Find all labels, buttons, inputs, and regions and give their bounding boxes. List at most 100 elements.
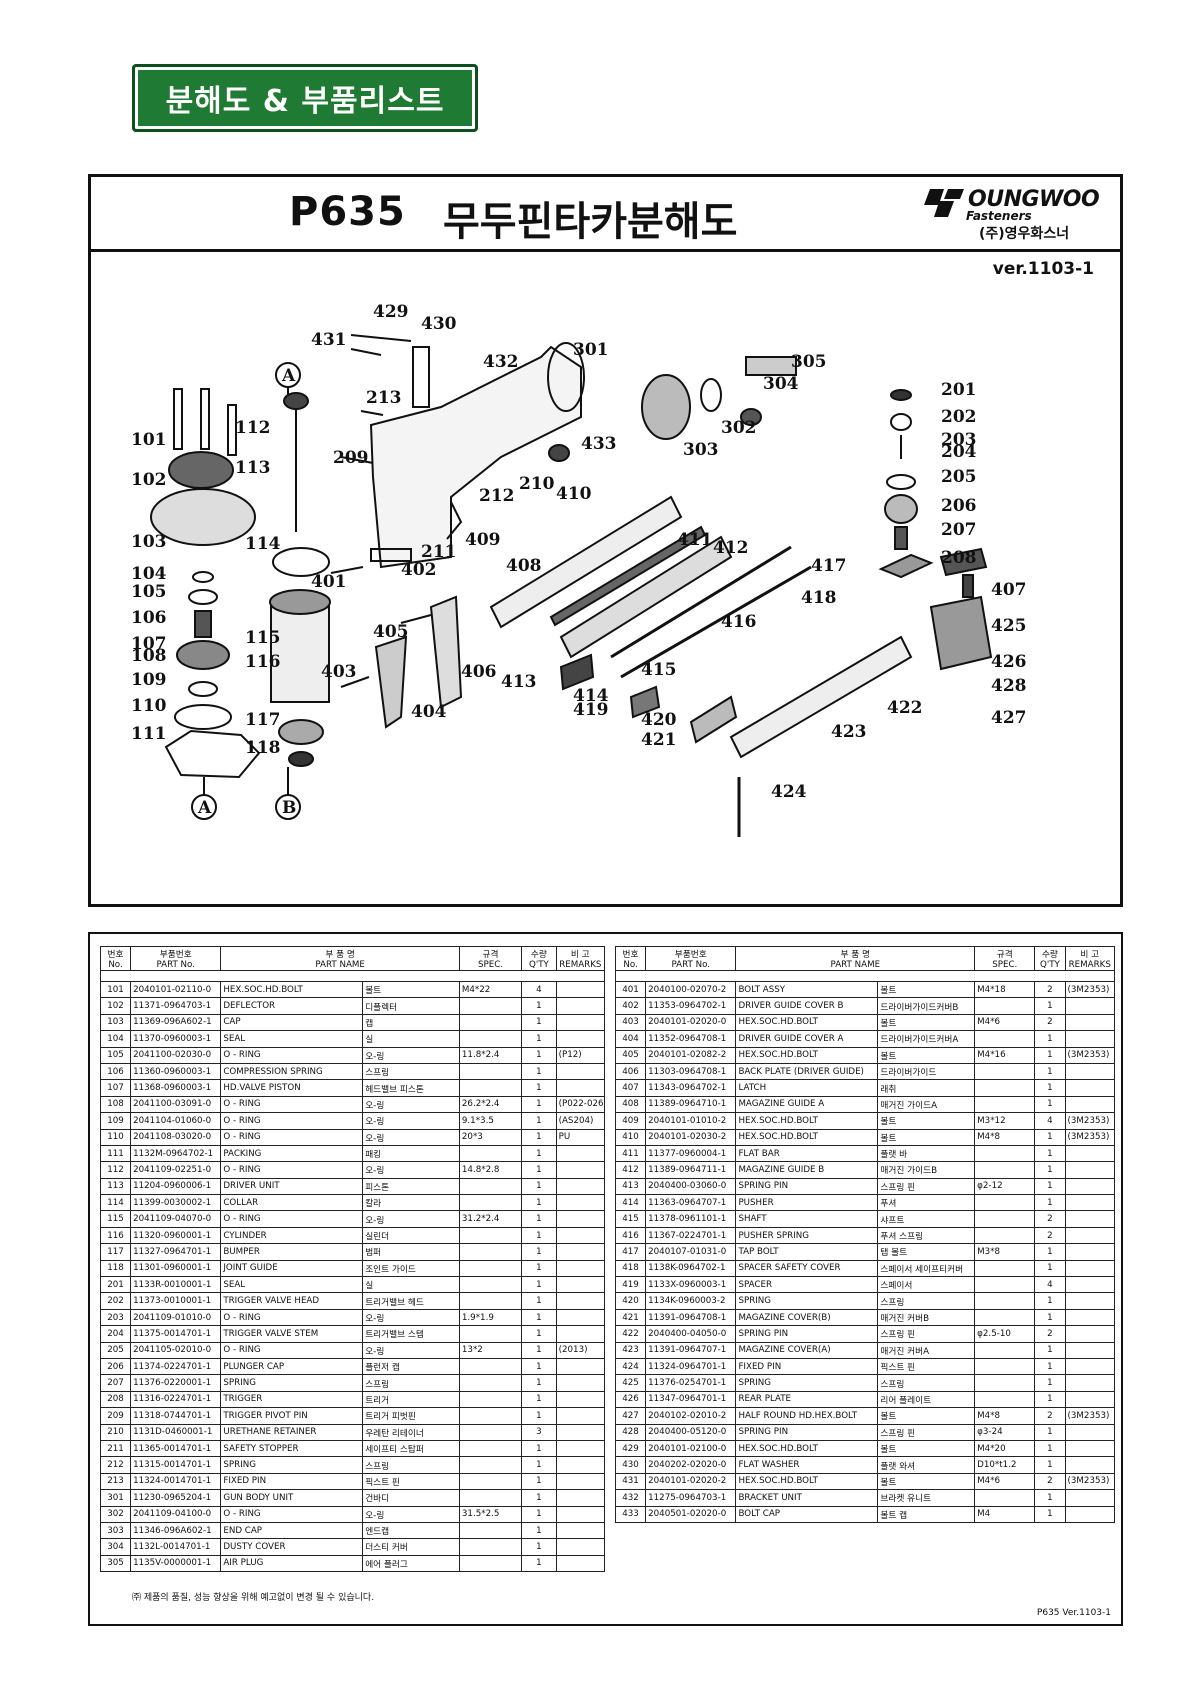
part-code-cell: 1133R-0010001-1 [130,1276,222,1294]
part-plug-305 [745,356,797,376]
part-number-cell: 429 [614,1439,647,1458]
part-cap-206 [884,494,918,524]
qty-cell: 1 [1034,1144,1066,1163]
remarks-cell [555,1456,606,1474]
part-name-ko-cell: 볼트 [877,1046,976,1064]
spec-cell [458,1177,523,1196]
part-number-cell: 424 [614,1357,647,1376]
part-number-cell: 113 [99,1177,132,1196]
callout-label: 431 [311,330,347,350]
qty-cell: 1 [521,1079,557,1097]
remarks-cell [555,1259,606,1278]
part-name-ko-cell: 건바디 [362,1489,460,1507]
qty-cell: 1 [521,1308,557,1327]
part-name-en-cell: FIXED PIN [220,1472,364,1491]
callout-label: 430 [421,314,457,334]
part-number-cell: 406 [614,1062,647,1081]
spec-cell [458,1325,523,1343]
part-trigger-208 [878,553,934,579]
part-name-en-cell: COLLAR [220,1194,364,1212]
qty-cell: 2 [1034,980,1066,999]
part-name-en-cell: O - RING [220,1112,364,1130]
callout-label: 416 [721,612,757,632]
remarks-cell: (3M2353) [1064,980,1115,999]
callout-label: 116 [245,652,281,672]
part-code-cell: 11316-0224701-1 [130,1390,222,1409]
part-oring-109 [188,681,218,697]
spec-cell [458,1374,523,1392]
remarks-cell [1064,1062,1115,1081]
part-name-ko-cell: 디플렉터 [362,997,460,1015]
part-code-cell: 1135V-0000001-1 [130,1554,222,1573]
part-code-cell: 2040102-02010-2 [645,1407,737,1425]
remarks-cell [1064,1505,1115,1523]
part-number-cell: 407 [614,1079,647,1097]
part-code-cell: 2040501-02020-0 [645,1505,737,1523]
remarks-cell [555,1226,606,1245]
callout-label: 301 [573,340,609,360]
remarks-cell [555,1521,606,1540]
part-name-en-cell: O - RING [220,1210,364,1228]
part-guide-408 [489,495,683,629]
part-name-ko-cell: 우레탄 리테이너 [362,1423,460,1441]
spec-cell: 13*2 [458,1341,523,1359]
remarks-cell [1064,1030,1115,1048]
part-name-en-cell: SPRING PIN [735,1325,879,1343]
part-code-cell: 11346-096A602-1 [130,1521,222,1540]
spec-cell [974,1308,1036,1327]
part-name-en-cell: TAP BOLT [735,1243,879,1261]
callout-label: 413 [501,672,537,692]
part-name-ko-cell: 볼트 [877,1472,976,1491]
callout-label: 417 [811,556,847,576]
part-code-cell: 2041108-03020-0 [130,1128,222,1146]
spec-cell [974,1374,1036,1392]
spec-cell [458,1357,523,1376]
callout-label: 425 [991,616,1027,636]
part-number-cell: 303 [99,1521,132,1540]
part-number-cell: 207 [99,1374,132,1392]
remarks-cell: (AS204) [555,1112,606,1130]
part-name-en-cell: BUMPER [220,1243,364,1261]
part-name-en-cell: O - RING [220,1505,364,1523]
spec-cell [974,1030,1036,1048]
callout-label: 401 [311,572,347,592]
part-name-en-cell: HEX.SOC.HD.BOLT [735,1439,879,1458]
part-number-cell: 423 [614,1341,647,1359]
part-number-cell: 112 [99,1161,132,1179]
callout-label: 302 [721,418,757,438]
part-bolts-403 [340,676,370,688]
part-number-cell: 105 [99,1046,132,1064]
part-name-en-cell: BRACKET UNIT [735,1489,879,1507]
callout-label: 205 [941,467,977,487]
qty-cell: 1 [521,1030,557,1048]
part-code-cell: 1138K-0964702-1 [645,1259,737,1278]
callout-label: 429 [373,302,409,322]
part-number-cell: 117 [99,1243,132,1261]
part-name-ko-cell: 래취 [877,1079,976,1097]
callout-labels: 4294304314323013053043023032132092122104… [131,302,1027,818]
remarks-cell [555,1407,606,1425]
callout-label: 114 [245,534,281,554]
part-name-en-cell: AIR PLUG [220,1554,364,1573]
qty-cell: 1 [521,1538,557,1556]
logo-mark-icon [924,189,964,217]
part-name-ko-cell: 볼트 [877,1013,976,1032]
remarks-cell [555,1243,606,1261]
part-code-cell: 11377-0960004-1 [645,1144,737,1163]
part-number-cell: 426 [614,1390,647,1409]
part-name-en-cell: PACKING [220,1144,364,1163]
qty-cell: 1 [521,1095,557,1114]
part-number-cell: 212 [99,1456,132,1474]
